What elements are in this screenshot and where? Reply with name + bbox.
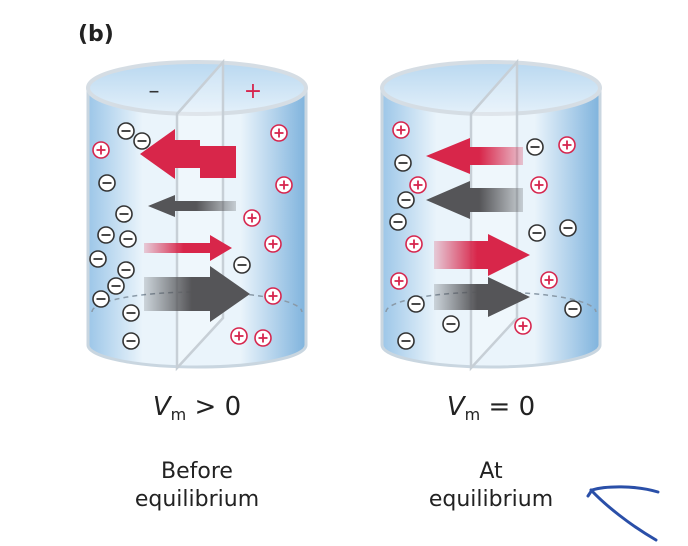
anion-flux-arrow-right xyxy=(434,277,530,317)
vm-label-equilibrium: Vm = 0 xyxy=(446,392,536,424)
anion-flux-arrow-left xyxy=(426,181,523,219)
cation-icon xyxy=(264,235,282,253)
membrane xyxy=(175,58,225,372)
cation-flux-arrow-left xyxy=(426,138,523,174)
anion-icon xyxy=(117,122,135,140)
anion-icon xyxy=(92,290,110,308)
anion-icon xyxy=(389,213,407,231)
top-plus-sign: + xyxy=(244,79,262,104)
anion-icon xyxy=(97,226,115,244)
anion-icon xyxy=(107,277,125,295)
anion-icon xyxy=(133,132,151,150)
anion-icon xyxy=(407,295,425,313)
cation-icon xyxy=(392,121,410,139)
anion-icon xyxy=(526,138,544,156)
anion-icon xyxy=(559,219,577,237)
anion-icon xyxy=(397,191,415,209)
cylinder-at-equilibrium xyxy=(380,58,602,372)
panel-label: (b) xyxy=(78,22,114,47)
cation-flux-arrow-right xyxy=(434,234,530,276)
anion-icon xyxy=(442,315,460,333)
anion-flux-arrow-right xyxy=(144,266,250,322)
cation-icon xyxy=(558,136,576,154)
anion-icon xyxy=(98,174,116,192)
vm-label-before: Vm > 0 xyxy=(152,392,242,424)
anion-icon xyxy=(394,154,412,172)
cation-icon xyxy=(530,176,548,194)
anion-icon xyxy=(115,205,133,223)
anion-icon xyxy=(564,300,582,318)
anion-icon xyxy=(122,332,140,350)
cation-icon xyxy=(270,124,288,142)
anion-icon xyxy=(89,250,107,268)
top-minus-sign: – xyxy=(149,79,160,104)
cation-flux-arrow-right-small xyxy=(144,235,232,261)
membrane xyxy=(469,58,519,372)
cation-icon xyxy=(230,327,248,345)
cation-flux-arrow-left xyxy=(140,129,236,179)
cation-icon xyxy=(275,176,293,194)
cation-icon xyxy=(390,272,408,290)
anion-icon xyxy=(397,332,415,350)
cation-icon xyxy=(243,209,261,227)
anion-icon xyxy=(528,224,546,242)
cation-icon xyxy=(264,287,282,305)
anion-icon xyxy=(119,230,137,248)
cylinder-before-equilibrium xyxy=(86,58,308,372)
cation-icon xyxy=(540,271,558,289)
cation-icon xyxy=(405,235,423,253)
annotation-arrow-icon xyxy=(586,485,660,542)
cation-icon xyxy=(409,176,427,194)
cation-icon xyxy=(92,141,110,159)
cation-icon xyxy=(254,329,272,347)
anion-icon xyxy=(117,261,135,279)
anion-flux-arrow-left-small xyxy=(148,195,236,217)
anion-icon xyxy=(122,304,140,322)
cation-icon xyxy=(514,317,532,335)
anion-icon xyxy=(233,256,251,274)
